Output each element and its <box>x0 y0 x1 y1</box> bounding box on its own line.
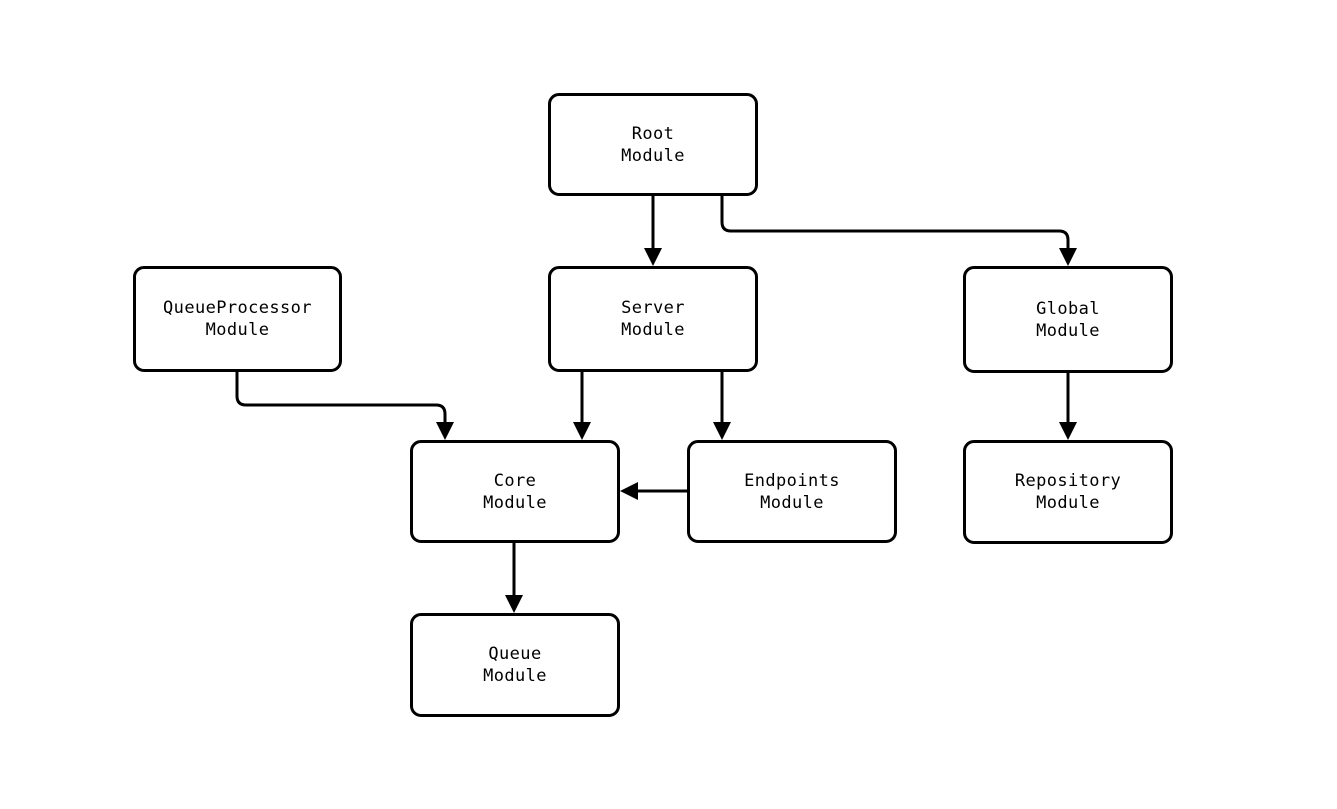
edge-global-to-repository <box>1059 373 1077 440</box>
node-label-suffix: Module <box>760 492 824 513</box>
edge-endpoints-to-core <box>620 482 687 500</box>
node-label-suffix: Module <box>621 145 685 166</box>
node-label-suffix: Module <box>205 320 270 340</box>
node-label-name: Queue <box>488 644 542 664</box>
arrowhead-icon <box>1059 422 1077 440</box>
arrowhead-icon <box>644 248 662 266</box>
edge-root-to-global <box>720 196 1077 266</box>
node-label-suffix: Module <box>483 666 547 686</box>
arrowhead-icon <box>1059 248 1077 266</box>
edge-core-to-queue <box>505 543 523 613</box>
node-label-suffix: Module <box>483 492 547 513</box>
node-label-suffix: Module <box>1036 493 1100 513</box>
edge-queueprocessor-to-core <box>235 372 454 440</box>
node-label-name: Endpoints <box>744 470 840 491</box>
node-label-name: Core <box>493 470 537 491</box>
node-label-name: Root <box>631 123 675 144</box>
arrowhead-icon <box>436 422 454 440</box>
edge-root-to-server <box>644 196 662 266</box>
arrowhead-icon <box>505 595 523 613</box>
node-label-name: QueueProcessor <box>163 298 312 318</box>
arrowhead-icon <box>713 422 731 440</box>
node-label-name: Global <box>1036 298 1100 319</box>
edge-server-to-endpoints <box>713 372 731 440</box>
node-label-name: Repository <box>1014 471 1122 491</box>
node-label-name: Server <box>621 298 685 318</box>
edge-server-to-core <box>573 372 591 440</box>
arrowhead-icon <box>573 422 591 440</box>
node-label-suffix: Module <box>1036 320 1100 341</box>
edge-line <box>720 196 1070 249</box>
arrowhead-icon <box>620 482 638 500</box>
node-label-suffix: Module <box>621 320 685 340</box>
edge-line <box>235 372 447 423</box>
